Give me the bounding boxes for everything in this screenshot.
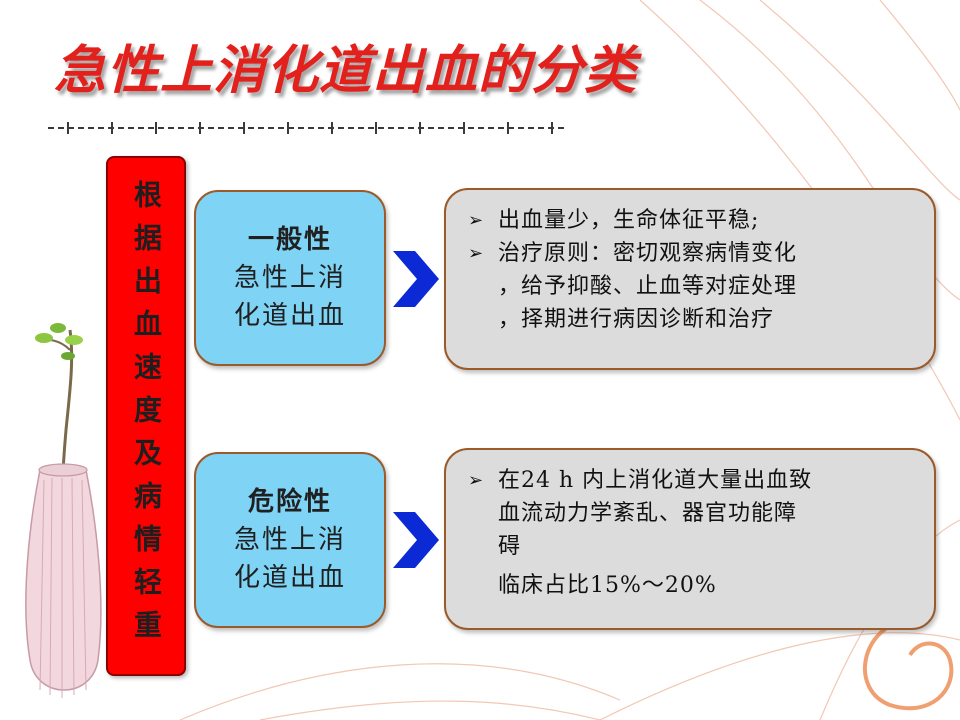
title-divider <box>48 122 568 134</box>
chevron-right-icon <box>393 251 439 307</box>
danger-detail-box: ➢ 在24 h 内上消化道大量出血致 血流动力学紊乱、器官功能障 碍 临床占比1… <box>444 448 936 630</box>
page-title: 急性上消化道出血的分类 <box>54 41 638 101</box>
detail-text: 出血量少，生命体征平稳; <box>498 208 760 233</box>
bullet-arrow-icon: ➢ <box>468 243 485 264</box>
detail-text: ，择期进行病因诊断和治疗 <box>498 307 775 332</box>
category-name-line: 化道出血 <box>233 563 346 593</box>
detail-text: 在24 h 内上消化道大量出血致 <box>498 468 813 493</box>
bullet-arrow-icon: ➢ <box>468 210 485 231</box>
side-label-bar: 根据出血速度及病情轻重 <box>106 156 186 676</box>
list-item: ➢ 出血量少，生命体征平稳; <box>468 204 918 237</box>
detail-text: ，给予抑酸、止血等对症处理 <box>498 274 798 299</box>
category-danger-box: 危险性 急性上消 化道出血 <box>194 452 386 628</box>
detail-text: 治疗原则：密切观察病情变化 <box>498 241 798 266</box>
list-item: ➢ 在24 h 内上消化道大量出血致 血流动力学紊乱、器官功能障 碍 <box>468 464 918 563</box>
list-item: ➢ 治疗原则：密切观察病情变化 ，给予抑酸、止血等对症处理 ，择期进行病因诊断和… <box>468 237 918 336</box>
detail-text: 血流动力学紊乱、器官功能障 <box>498 501 798 526</box>
clinical-share-note: 临床占比15%～20% <box>498 573 717 598</box>
detail-text: 碍 <box>498 534 522 559</box>
bullet-arrow-icon: ➢ <box>468 470 485 491</box>
category-name-line: 急性上消 <box>233 263 346 293</box>
category-name-line: 化道出血 <box>233 301 346 331</box>
general-detail-box: ➢ 出血量少，生命体征平稳; ➢ 治疗原则：密切观察病情变化 ，给予抑酸、止血等… <box>444 188 936 370</box>
side-label: 根据出血速度及病情轻重 <box>130 180 163 653</box>
category-name-line: 急性上消 <box>233 525 346 555</box>
category-general-box: 一般性 急性上消 化道出血 <box>194 190 386 366</box>
chevron-right-icon <box>393 512 439 568</box>
category-type: 危险性 <box>247 487 332 517</box>
category-type: 一般性 <box>247 225 332 255</box>
